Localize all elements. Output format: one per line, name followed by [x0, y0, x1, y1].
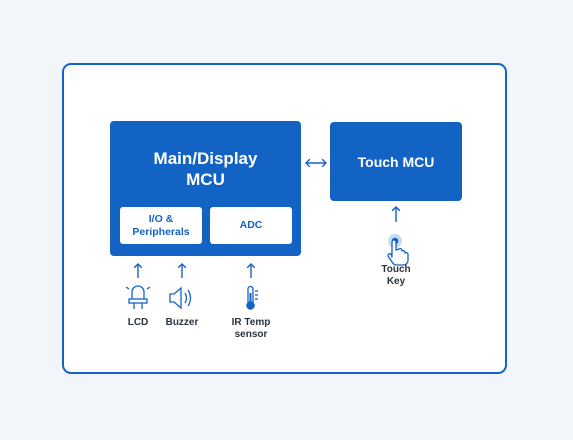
ir-temp-sensor-label: IR Temp sensor: [231, 317, 271, 340]
lcd-label: LCD: [127, 317, 149, 328]
lcd-led-icon: [125, 285, 151, 309]
speaker-icon: [169, 286, 192, 310]
adc-block: ADC: [210, 207, 292, 244]
touch-mcu-block: Touch MCU: [330, 122, 462, 201]
touch-mcu-title: Touch MCU: [357, 153, 435, 170]
buzzer-label: Buzzer: [165, 317, 199, 328]
io-peripherals-block: I/O & Peripherals: [120, 207, 202, 244]
main-display-mcu-block: Main/Display MCU I/O & Peripherals ADC: [110, 121, 301, 256]
thermometer-icon: [246, 285, 258, 310]
touch-hand-icon: [387, 234, 409, 266]
main-mcu-title: Main/Display MCU: [153, 149, 258, 189]
touch-key-label: Touch Key: [381, 264, 411, 287]
